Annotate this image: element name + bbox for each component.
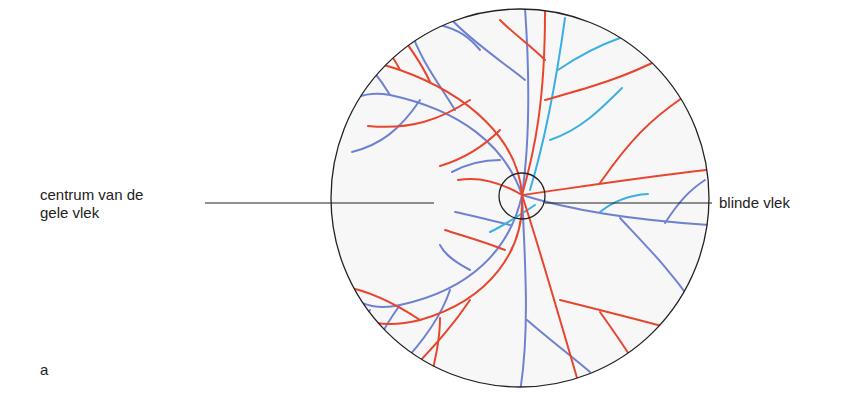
leader-line xyxy=(545,203,712,204)
blind-spot-outline xyxy=(499,173,545,219)
part-label: centrum van de gele vlek xyxy=(40,186,168,222)
part-label: blinde vlek xyxy=(719,194,829,212)
arteries xyxy=(338,12,706,388)
leader-line xyxy=(205,203,434,204)
veins xyxy=(334,8,710,392)
blood-vessels xyxy=(334,8,710,392)
fundus-ground xyxy=(331,9,709,387)
fundus-outline xyxy=(331,9,709,387)
figure-letter: a xyxy=(40,361,70,379)
veins-light xyxy=(490,18,648,232)
